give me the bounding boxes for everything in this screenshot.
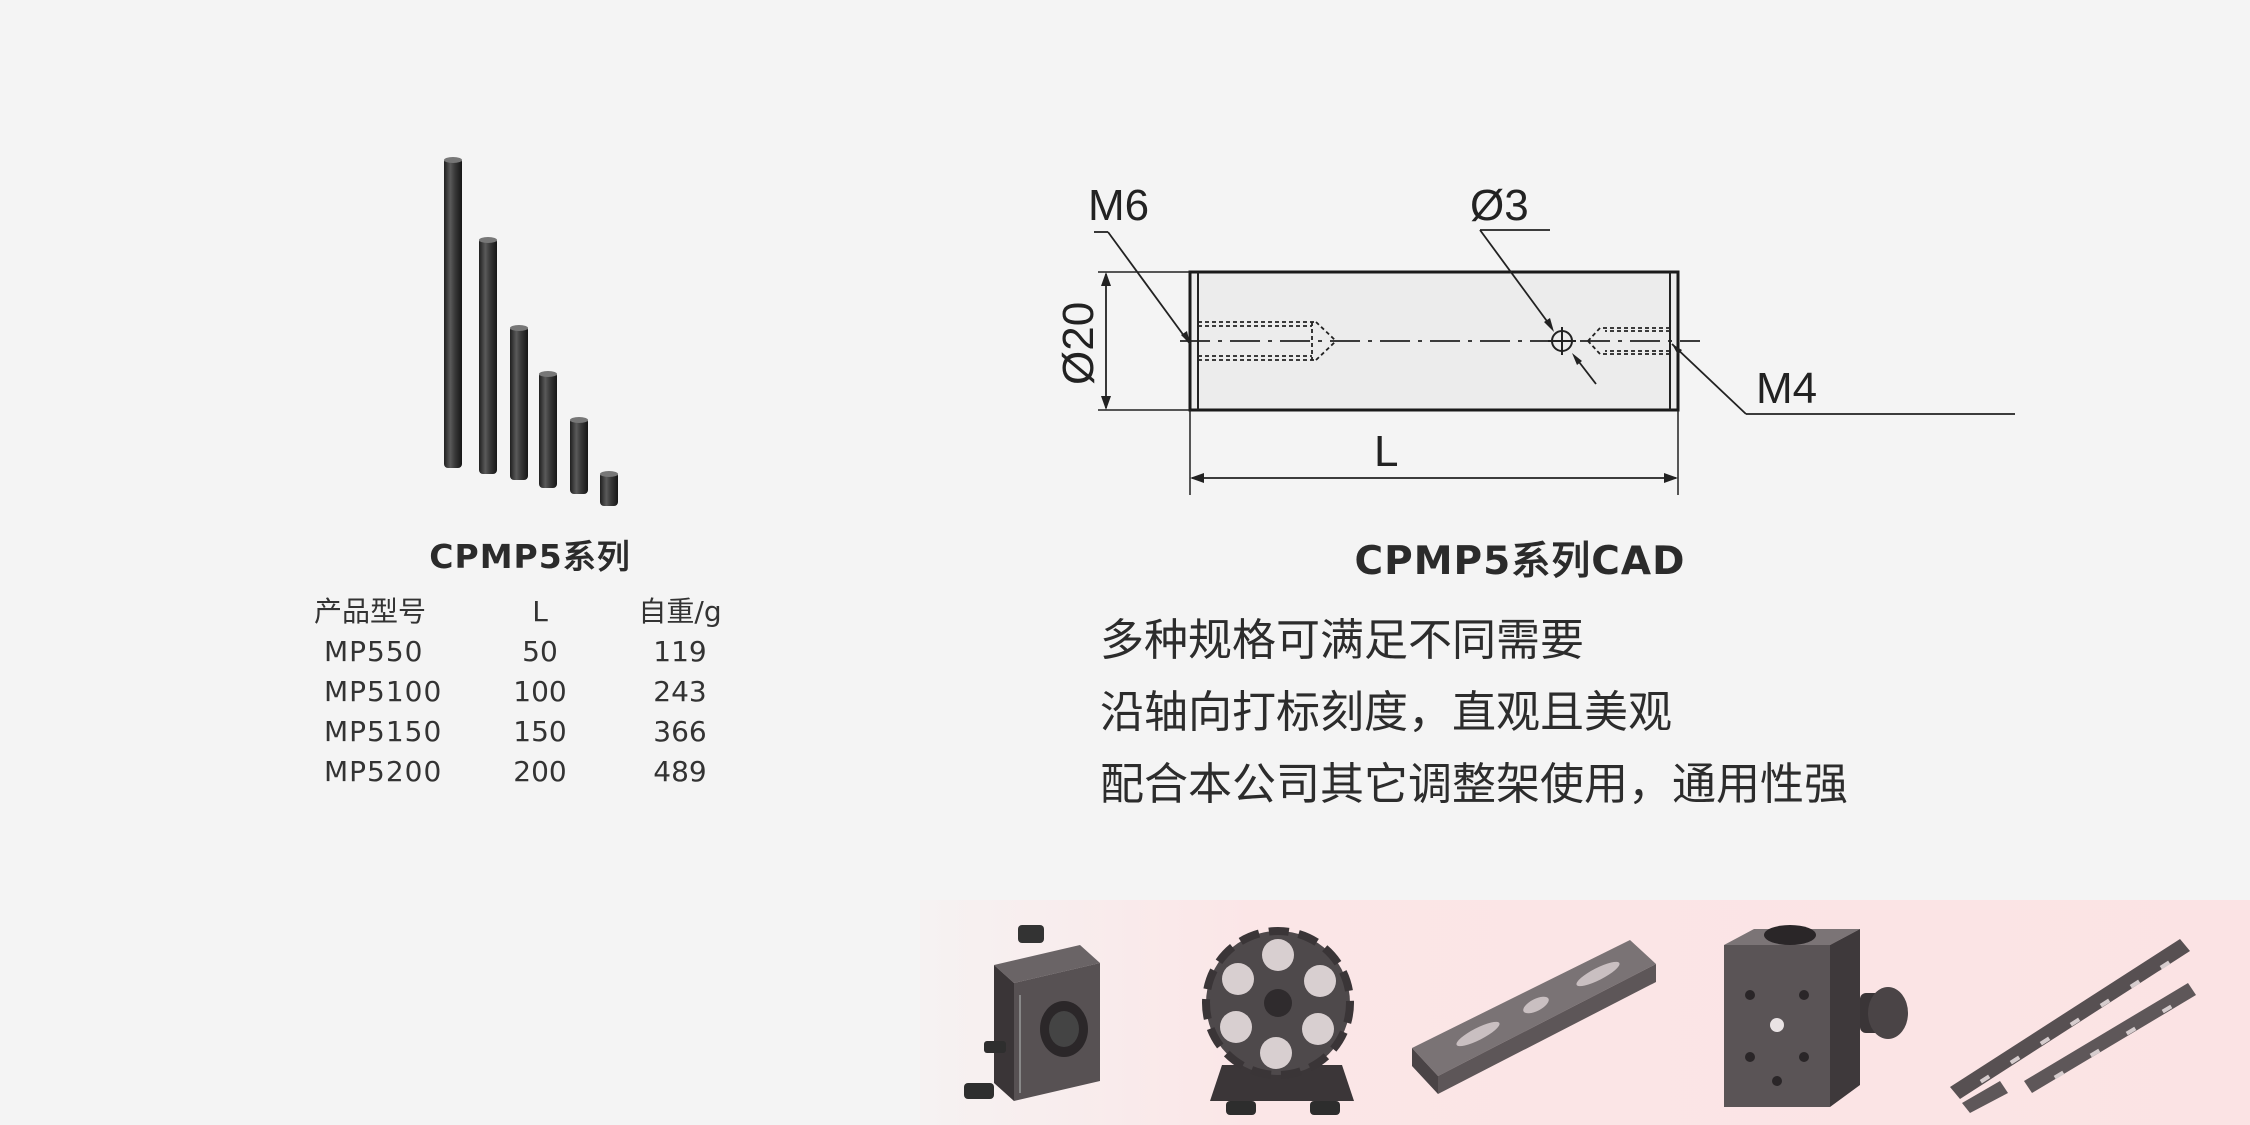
post-clamp-image — [1724, 925, 1908, 1107]
cell-weight: 243 — [653, 675, 707, 708]
cell-length: 200 — [513, 755, 567, 788]
feature-item: 沿轴向打标刻度，直观且美观 — [1100, 687, 1672, 738]
post-rod — [570, 418, 588, 494]
label-hole: Ø3 — [1470, 181, 1529, 230]
label-length: L — [1374, 427, 1398, 476]
leader-hole — [1479, 229, 1553, 329]
feature-list: 多种规格可满足不同需要 沿轴向打标刻度，直观且美观 配合本公司其它调整架使用，通… — [1100, 605, 1848, 821]
leader-m4 — [1671, 343, 1747, 415]
cad-drawing: M6 Ø3 M4 Ø20 L — [1054, 181, 2015, 495]
cad-title: CPMP5系列CAD — [1354, 539, 1686, 584]
mounting-posts-photo — [444, 157, 618, 506]
feature-item: 配合本公司其它调整架使用，通用性强 — [1100, 759, 1848, 810]
m6-thread — [1198, 321, 1337, 361]
post-rod — [600, 472, 618, 506]
post-rod — [510, 326, 528, 480]
cell-weight: 366 — [653, 715, 707, 748]
cell-length: 50 — [522, 635, 558, 668]
feature-item: 多种规格可满足不同需要 — [1100, 615, 1584, 666]
label-diameter: Ø20 — [1054, 302, 1103, 385]
cell-length: 150 — [513, 715, 567, 748]
cell-weight: 489 — [653, 755, 707, 788]
table-row: MP5200 200 489 — [310, 752, 750, 792]
table-row: MP550 50 119 — [310, 632, 750, 672]
header-weight: 自重/g — [638, 595, 722, 628]
spec-table: 产品型号 L 自重/g MP550 50 119 MP5100 100 243 … — [310, 592, 750, 792]
accessory-band — [920, 900, 2250, 1125]
table-row: MP5100 100 243 — [310, 672, 750, 712]
label-m4: M4 — [1756, 364, 1817, 413]
slotted-plates-image — [1950, 939, 2196, 1113]
cell-model: MP550 — [324, 635, 424, 668]
cell-model: MP5150 — [324, 715, 443, 748]
cell-weight: 119 — [653, 635, 707, 668]
header-length: L — [532, 595, 548, 628]
leader-m6 — [1107, 231, 1191, 345]
post-rod — [444, 158, 462, 468]
label-m6: M6 — [1088, 181, 1149, 230]
table-row: MP5150 150 366 — [310, 712, 750, 752]
m4-thread — [1587, 327, 1670, 355]
post-rod — [539, 372, 557, 488]
header-model: 产品型号 — [314, 595, 427, 628]
filter-wheel-image — [1202, 927, 1354, 1115]
cell-length: 100 — [513, 675, 567, 708]
cell-model: MP5100 — [324, 675, 443, 708]
table-header-row: 产品型号 L 自重/g — [310, 592, 750, 632]
series-title: CPMP5系列 — [429, 537, 631, 576]
post-rod — [479, 238, 497, 474]
cell-model: MP5200 — [324, 755, 443, 788]
slotted-bar-image — [1412, 940, 1656, 1094]
mirror-mount-image — [964, 925, 1100, 1101]
